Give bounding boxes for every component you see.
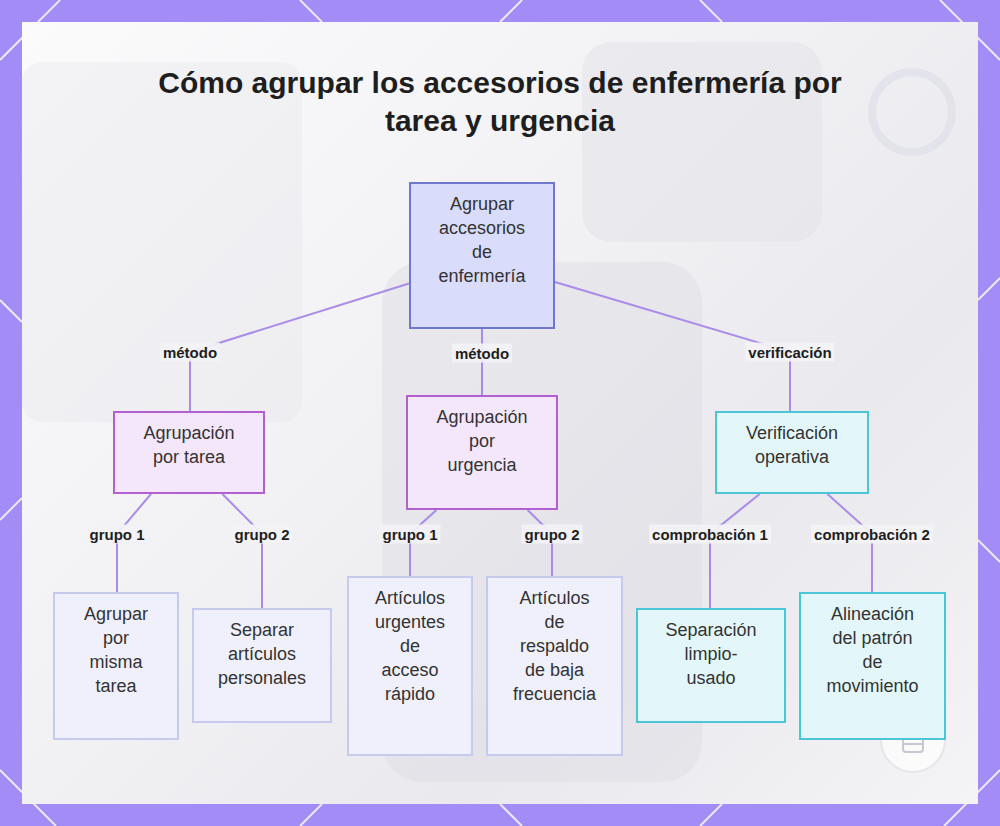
edge-label: comprobación 2: [811, 525, 933, 544]
diagram-title: Cómo agrupar los accesorios de enfermerí…: [150, 64, 850, 140]
connector-line: [222, 494, 262, 608]
node-text: Separación limpio-usado: [664, 618, 758, 690]
node-text: Agrupación por urgencia: [434, 405, 530, 477]
edge-label: método: [160, 343, 220, 362]
edge-label: grupo 1: [380, 525, 441, 544]
process-box: Verificación operativa: [715, 411, 869, 494]
process-box: Agrupar accesorios de enfermería: [409, 182, 555, 329]
process-box: Agrupación por urgencia: [406, 395, 558, 510]
node-text: Agrupación por tarea: [135, 421, 243, 469]
connector-line: [190, 283, 409, 411]
process-box: Separar artículos personales: [192, 608, 332, 723]
node-text: Separar artículos personales: [212, 618, 312, 690]
edge-label: grupo 1: [87, 525, 148, 544]
node-text: Verificación operativa: [733, 421, 851, 469]
node-text: Artículos urgentes de acceso rápido: [369, 586, 451, 706]
node-text: Alineación del patrón de movimiento: [823, 602, 922, 698]
edge-label: verificación: [745, 343, 834, 362]
edge-label: grupo 2: [522, 525, 583, 544]
process-box: Agrupación por tarea: [113, 411, 265, 494]
process-box: Artículos de respaldo de baja frecuencia: [486, 576, 623, 756]
process-box: Agrupar por misma tarea: [53, 592, 179, 740]
process-box: Separación limpio-usado: [636, 608, 786, 723]
edge-label: comprobación 1: [649, 525, 771, 544]
edge-label: método: [452, 344, 512, 363]
node-text: Agrupar por misma tarea: [77, 602, 155, 698]
process-box: Alineación del patrón de movimiento: [799, 592, 946, 740]
connector-line: [710, 494, 760, 608]
process-box: Artículos urgentes de acceso rápido: [347, 576, 473, 756]
node-text: Agrupar accesorios de enfermería: [433, 192, 531, 288]
edge-label: grupo 2: [232, 525, 293, 544]
node-text: Artículos de respaldo de baja frecuencia: [512, 586, 597, 706]
